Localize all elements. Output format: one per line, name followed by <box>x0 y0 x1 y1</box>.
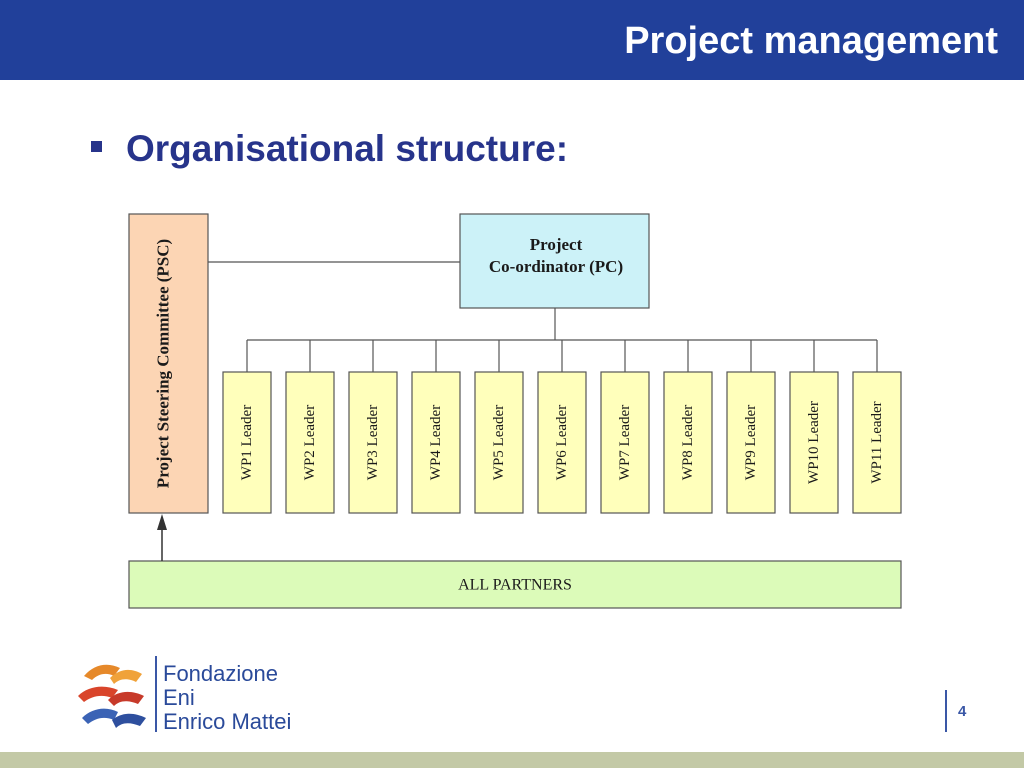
wp-leader-label: WP6 Leader <box>554 405 570 480</box>
logo-text-line-3: Enrico Mattei <box>163 709 292 734</box>
coordinator-label-line-1: Project <box>530 235 583 254</box>
wp-leader-box <box>852 371 902 514</box>
coordinator-box <box>459 213 650 309</box>
wp-leader-box <box>348 371 398 514</box>
wp-leader-label: WP9 Leader <box>743 405 759 480</box>
partners-label: ALL PARTNERS <box>458 577 572 594</box>
wp-leader-box <box>726 371 776 514</box>
header-bar <box>0 0 1024 80</box>
psc-box <box>128 213 209 514</box>
page-number: 4 <box>958 703 967 720</box>
wp-leader-box <box>789 371 839 514</box>
wp-leader-label: WP3 Leader <box>365 405 381 480</box>
wp-leader-box <box>663 371 713 514</box>
wp-leader-box <box>411 371 461 514</box>
bullet-heading: Organisational structure: <box>126 128 569 169</box>
wp-leader-box <box>600 371 650 514</box>
wp-leader-label: WP10 Leader <box>806 401 822 484</box>
wp-group: WP1 Leader WP2 Leader WP3 Leader WP4 Leader… <box>222 340 902 514</box>
coordinator-label-line-2: Co-ordinator (PC) <box>489 257 623 276</box>
fondazione-logo-text: Fondazione Eni Enrico Mattei <box>163 662 291 734</box>
logo-divider <box>155 656 157 732</box>
wp-leader-label: WP11 Leader <box>869 401 885 483</box>
logo-text-line-1: Fondazione <box>163 661 278 686</box>
wp-leader-label: WP1 Leader <box>239 405 255 480</box>
footer-band <box>0 752 1024 768</box>
psc-label: Project Steering Committee (PSC) <box>154 239 173 488</box>
wp-leader-box <box>285 371 335 514</box>
wp-leader-label: WP2 Leader <box>302 405 318 480</box>
wp-leader-box <box>222 371 272 514</box>
wp-leader-label: WP5 Leader <box>491 405 507 480</box>
slide-title: Project management <box>624 20 998 62</box>
wp-leader-label: WP4 Leader <box>428 405 444 480</box>
wp-leader-box <box>474 371 524 514</box>
wp-leader-label: WP8 Leader <box>680 405 696 480</box>
partners-to-psc-arrowhead <box>157 514 167 530</box>
partners-box <box>128 560 902 609</box>
logo-text-line-2: Eni <box>163 685 195 710</box>
wp-leader-box <box>537 371 587 514</box>
fondazione-logo-mark <box>78 664 146 728</box>
page-number-divider <box>945 690 947 732</box>
bullet-marker <box>91 141 102 152</box>
wp-leader-label: WP7 Leader <box>617 405 633 480</box>
